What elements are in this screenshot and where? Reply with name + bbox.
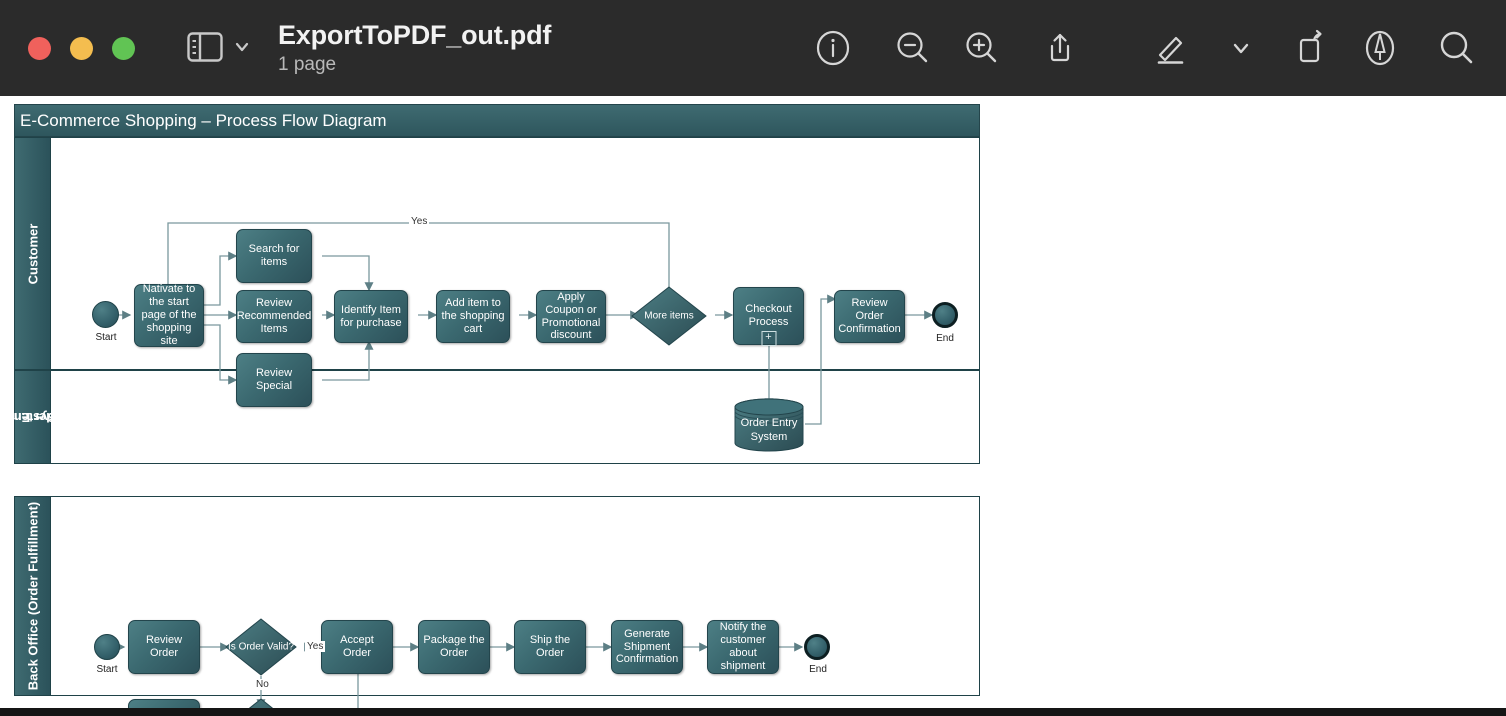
start-label-back-office: Start <box>96 664 118 675</box>
datastore-label: Order Entry System <box>740 417 798 443</box>
document-title: ExportToPDF_out.pdf <box>278 20 552 50</box>
close-button[interactable] <box>28 37 51 60</box>
diagram-title: E-Commerce Shopping – Process Flow Diagr… <box>14 104 980 137</box>
event-start-back-office[interactable] <box>94 634 120 660</box>
node-search-items[interactable]: Search for items <box>236 229 312 283</box>
annotate-pen-nib-icon[interactable] <box>1357 25 1403 71</box>
toolbar <box>806 25 1496 71</box>
node-identify-item[interactable]: Identify Item for purchase <box>334 290 408 343</box>
share-icon[interactable] <box>1037 25 1083 71</box>
node-review-order[interactable]: Review Order <box>128 620 200 674</box>
node-review-recommended[interactable]: Review Recommended Items <box>236 290 312 343</box>
desktop-strip <box>0 708 1506 716</box>
lane-label-customer: Customer <box>15 138 51 369</box>
node-add-to-cart[interactable]: Add item to the shopping cart <box>436 290 510 343</box>
node-ship-order[interactable]: Ship the Order <box>514 620 586 674</box>
window-titlebar: ExportToPDF_out.pdf 1 page <box>0 0 1506 96</box>
maximize-button[interactable] <box>112 37 135 60</box>
zoom-in-icon[interactable] <box>958 25 1004 71</box>
event-end-customer[interactable] <box>932 302 958 328</box>
event-start-customer[interactable] <box>92 301 119 328</box>
node-notify-customer[interactable]: Notify the customer about shipment <box>707 620 779 674</box>
pool-ecommerce: E-Commerce Shopping – Process Flow Diagr… <box>0 104 980 464</box>
node-package-order[interactable]: Package the Order <box>418 620 490 674</box>
node-generate-shipment-confirmation[interactable]: Generate Shipment Confirmation <box>611 620 683 674</box>
event-end-back-office-top[interactable] <box>804 634 830 660</box>
node-checkout-process[interactable]: Checkout Process <box>733 287 804 345</box>
rotate-icon[interactable] <box>1287 25 1333 71</box>
sidebar-icon[interactable] <box>186 30 224 64</box>
node-apply-coupon[interactable]: Apply Coupon or Promotional discount <box>536 290 606 343</box>
datastore-order-entry-system[interactable]: Order Entry System <box>733 398 805 452</box>
traffic-light-buttons <box>28 37 135 60</box>
page-count-label: 1 page <box>278 54 337 75</box>
edge-label-valid-no: No <box>254 679 271 690</box>
sidebar-chevron-down-icon[interactable] <box>233 38 251 56</box>
chevron-down-icon[interactable] <box>1218 25 1264 71</box>
gateway-is-order-valid[interactable]: Is Order Valid? <box>225 618 297 676</box>
start-label-customer: Start <box>95 332 117 343</box>
pool-back-office: Back Office (Order Fulfillment) <box>14 496 980 716</box>
end-label-back-office-top: End <box>809 664 827 675</box>
node-review-order-confirmation[interactable]: Review Order Confirmation <box>834 290 905 343</box>
lane-label-back-office: Back Office (Order Fulfillment) <box>15 497 51 695</box>
node-navigate[interactable]: Nativate to the start page of the shoppi… <box>134 283 204 347</box>
end-label-customer: End <box>936 333 954 344</box>
minimize-button[interactable] <box>70 37 93 60</box>
lane-label-order-entry-system: Order Entry System <box>0 371 69 463</box>
node-review-special[interactable]: Review Special <box>236 353 312 407</box>
markup-pen-icon[interactable] <box>1142 25 1198 71</box>
edge-label-more-items-yes: Yes <box>409 216 430 227</box>
node-accept-order[interactable]: Accept Order <box>321 620 393 674</box>
search-icon[interactable] <box>1433 25 1479 71</box>
edge-label-valid-yes: Yes <box>305 641 326 652</box>
gateway-more-items[interactable]: More items <box>631 286 707 346</box>
lane-order-entry-system: Order Entry System <box>0 370 980 464</box>
pdf-page: E-Commerce Shopping – Process Flow Diagr… <box>0 96 1506 716</box>
info-icon[interactable] <box>810 25 856 71</box>
zoom-out-icon[interactable] <box>889 25 935 71</box>
